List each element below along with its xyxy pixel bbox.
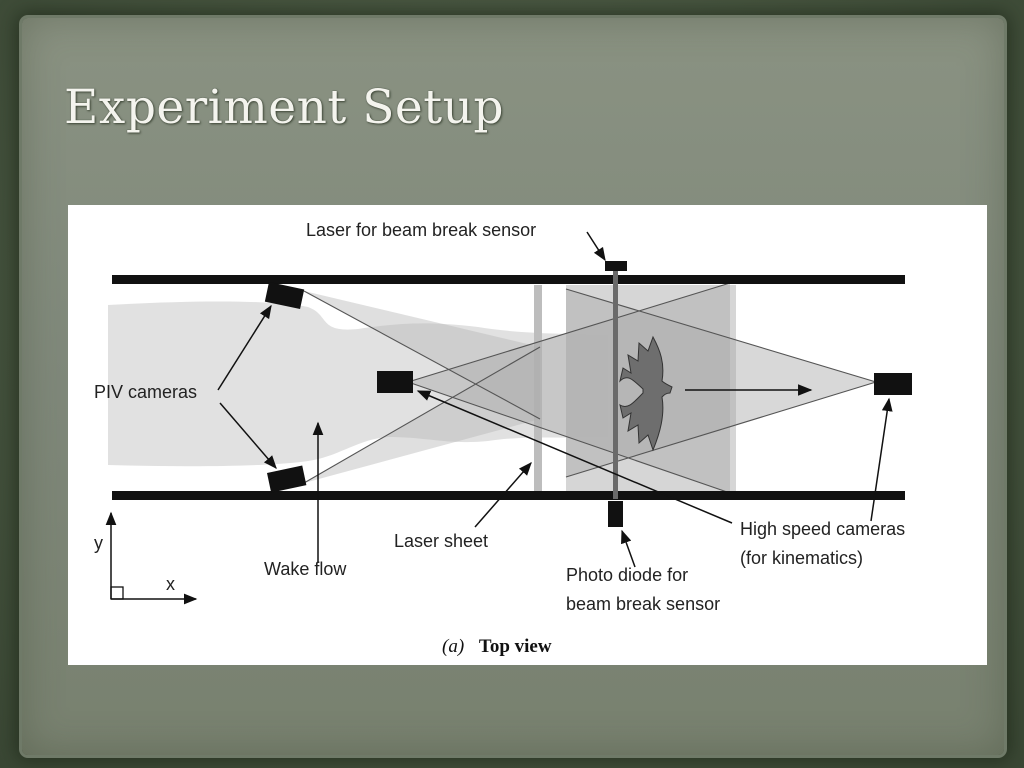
photo-diode bbox=[608, 501, 623, 527]
axis-x-label: x bbox=[166, 574, 175, 594]
beam-break-beam bbox=[613, 271, 618, 499]
wake-flow-region bbox=[108, 301, 608, 467]
tunnel-wall-bottom bbox=[112, 491, 905, 500]
label-laser-beam-break: Laser for beam break sensor bbox=[306, 220, 536, 240]
label-for-kinematics: (for kinematics) bbox=[740, 548, 863, 568]
laser-sheet-band bbox=[534, 285, 542, 491]
label-laser-sheet: Laser sheet bbox=[394, 531, 488, 551]
field-of-view-edges bbox=[303, 282, 877, 494]
caption-text: Top view bbox=[479, 636, 552, 657]
bat-icon bbox=[619, 335, 673, 452]
experiment-diagram: Laser for beam break sensor PIV cameras … bbox=[68, 205, 987, 665]
figure-caption: (a) Top view bbox=[442, 636, 552, 657]
caption-panel-label: (a) bbox=[442, 636, 464, 657]
high-speed-camera-right bbox=[874, 373, 912, 395]
axis-y-label: y bbox=[94, 533, 103, 553]
label-piv-cameras: PIV cameras bbox=[94, 382, 197, 402]
slide-title: Experiment Setup bbox=[64, 80, 504, 135]
high-speed-camera-center bbox=[377, 371, 413, 393]
tunnel-wall-top bbox=[112, 275, 905, 284]
label-wake-flow: Wake flow bbox=[264, 559, 347, 579]
axis-origin-box bbox=[110, 586, 124, 600]
piv-camera-bottom bbox=[267, 465, 307, 493]
label-beam-break-sensor: beam break sensor bbox=[566, 594, 720, 614]
annotation-arrows bbox=[105, 231, 893, 605]
piv-camera-top bbox=[264, 282, 305, 310]
label-photo-diode: Photo diode for bbox=[566, 565, 688, 585]
label-high-speed-cameras: High speed cameras bbox=[740, 519, 905, 539]
diagram-svg: Laser for beam break sensor PIV cameras … bbox=[94, 220, 912, 657]
beam-break-laser-source bbox=[605, 261, 627, 271]
